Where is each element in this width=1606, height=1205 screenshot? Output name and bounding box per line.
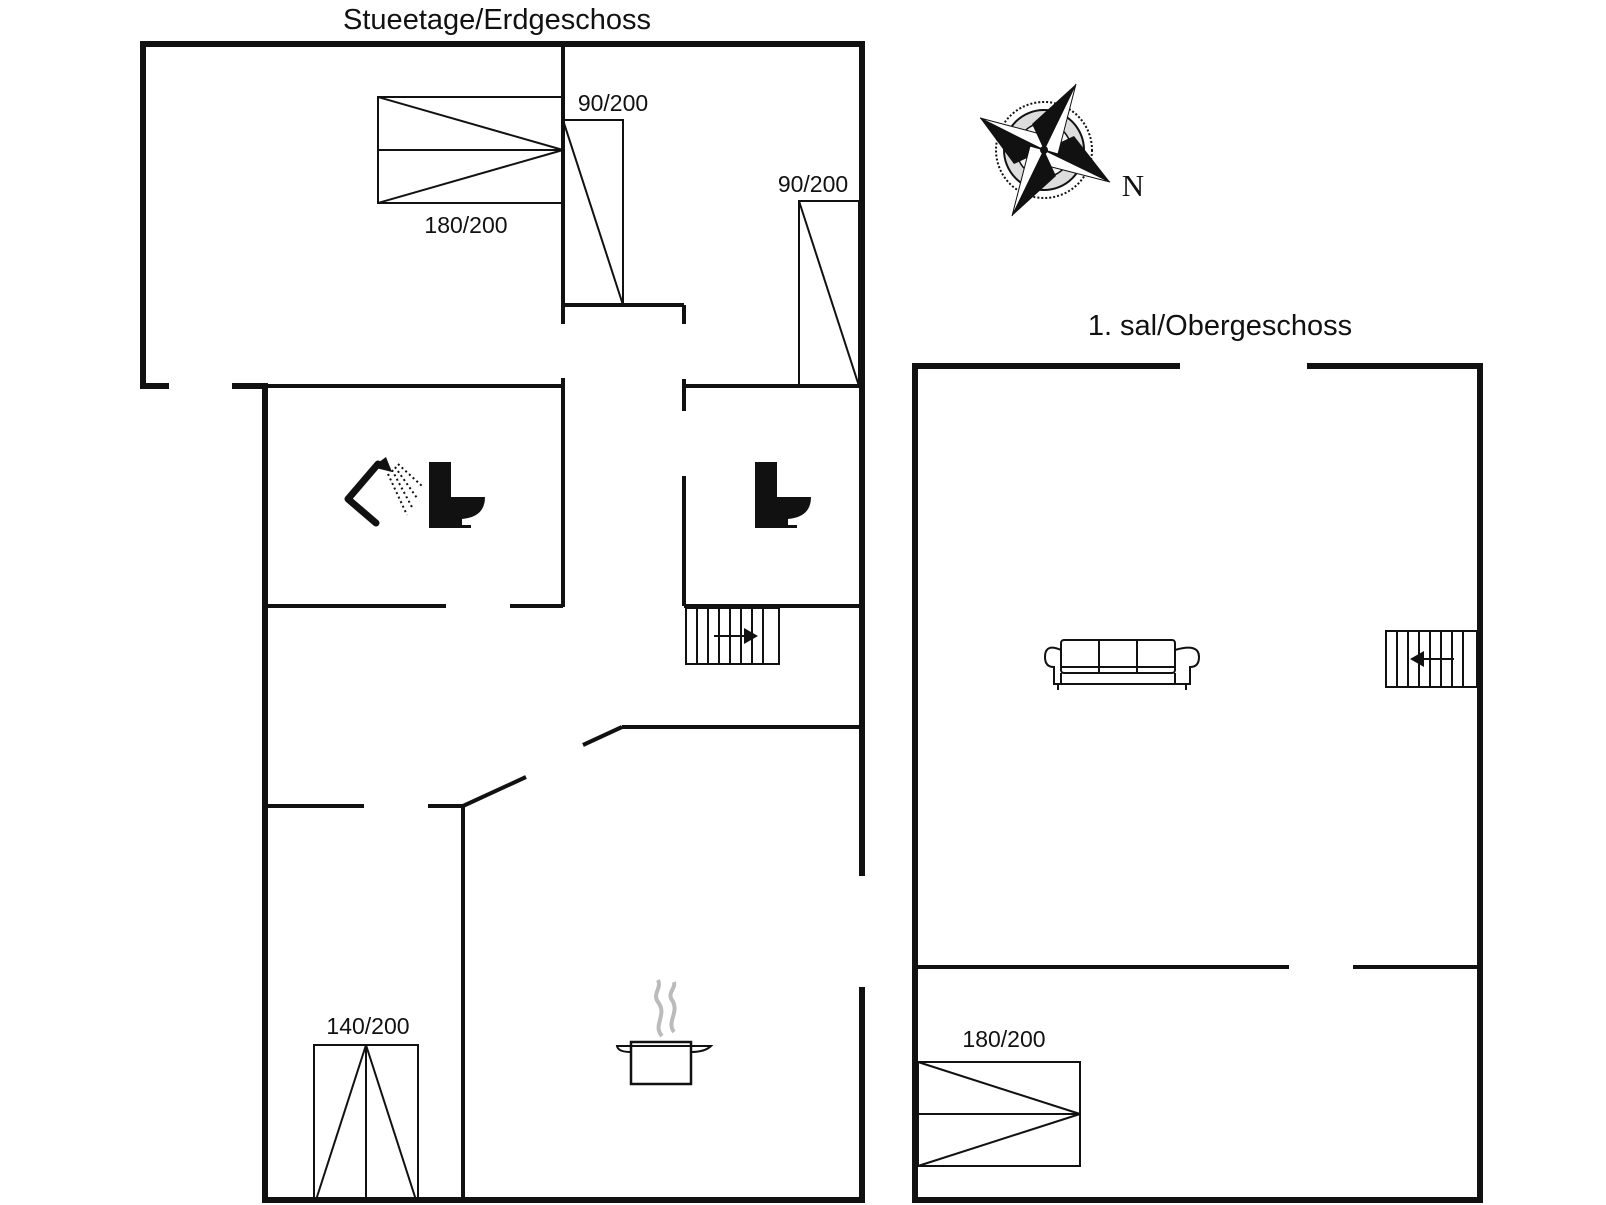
compass-rose-icon [979,83,1111,217]
bed-icon [798,200,860,387]
toilet-icon [755,462,811,528]
sofa-icon [1043,639,1201,690]
ground-floor-title: Stueetage/Erdgeschoss [343,4,651,36]
bed-size-label: 140/200 [326,1013,409,1039]
toilet-icon [429,462,485,528]
ground-floor: Stueetage/Erdgeschoss [140,4,865,1203]
bed-icon [917,1061,1081,1167]
bed-size-label: 90/200 [578,90,648,116]
compass-north-label: N [1122,168,1144,203]
bed-icon [377,96,564,204]
ground-floor-interior-walls [265,44,862,1200]
bed-size-label: 180/200 [424,212,507,238]
upper-floor: 1. sal/Obergeschoss [912,310,1483,1203]
staircase-icon [1385,630,1478,688]
staircase-icon [685,607,780,665]
bed-icon [562,119,624,306]
upper-floor-outer-walls [912,363,1483,1203]
bed-size-label: 90/200 [778,171,848,197]
ground-floor-outer-walls [140,41,865,1203]
shower-icon [344,457,423,527]
bed-icon [313,1044,419,1201]
bed-size-label: 180/200 [962,1026,1045,1052]
upper-floor-title: 1. sal/Obergeschoss [1088,310,1352,342]
cooking-pot-icon [615,979,714,1086]
